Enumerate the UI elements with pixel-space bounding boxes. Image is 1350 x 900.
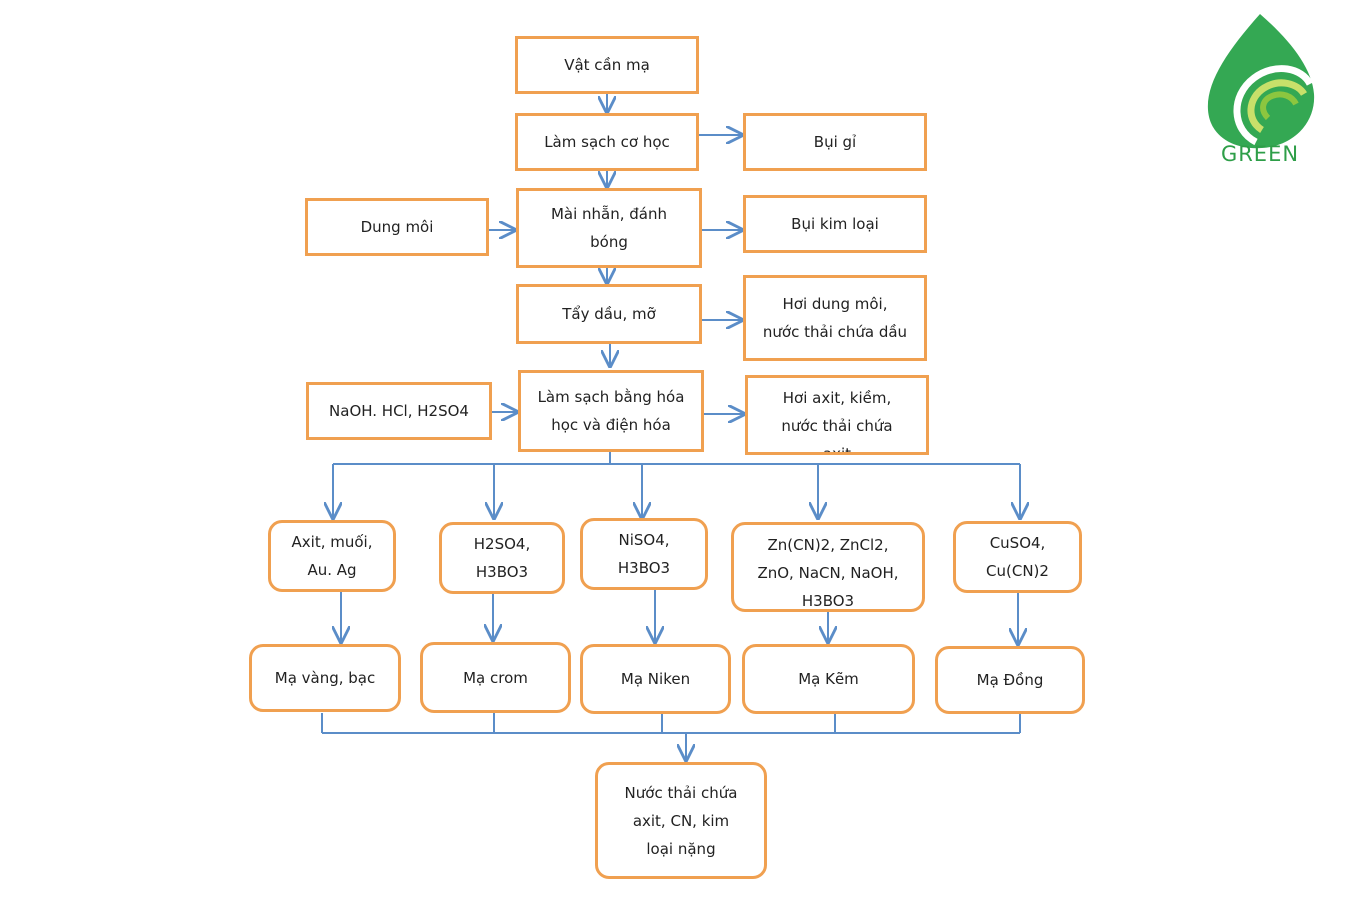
node-text-line: axit, CN, kim xyxy=(632,811,730,830)
node-text-line: Mạ Kẽm xyxy=(798,670,859,688)
node-ma-niken: Mạ Niken xyxy=(580,644,731,714)
node-dung-moi: Dung môi xyxy=(305,198,489,256)
logo-text: GREEN xyxy=(1220,142,1300,166)
node-text-line: loại nặng xyxy=(646,839,716,858)
node-text-line: Tẩy dầu, mỡ xyxy=(562,305,656,323)
node-hoi-dung-moi: Hơi dung môi, nước thải chứa dầu xyxy=(743,275,927,361)
node-text-line: Mạ crom xyxy=(463,668,528,687)
node-text-line: Vật cần mạ xyxy=(564,56,650,74)
node-text-line: Làm sạch bằng hóa xyxy=(537,388,685,406)
node-text-line: Làm sạch cơ học xyxy=(544,133,670,151)
node-text-line: Mạ Đồng xyxy=(976,671,1044,689)
node-naoh-hcl: NaOH. HCl, H2SO4 xyxy=(306,382,492,440)
node-text-line: học và điện hóa xyxy=(551,416,671,434)
node-ma-crom: Mạ crom xyxy=(420,642,571,713)
node-text-line: H3BO3 xyxy=(475,563,529,581)
node-ma-kem: Mạ Kẽm xyxy=(742,644,915,714)
node-zncn: Zn(CN)2, ZnCl2, ZnO, NaCN, NaOH, H3BO3 xyxy=(731,522,925,612)
node-text-line: H3BO3 xyxy=(801,592,855,610)
node-text-line: nước thải chứa xyxy=(781,417,893,435)
node-text-line: nước thải chứa dầu xyxy=(762,323,908,341)
node-text-line: NaOH. HCl, H2SO4 xyxy=(329,402,469,420)
node-text-line: H2SO4, xyxy=(473,535,531,553)
node-axit-muoi: Axit, muối, Au. Ag xyxy=(268,520,396,592)
node-text-line: Bụi gỉ xyxy=(813,133,857,151)
node-text-line: Bụi kim loại xyxy=(791,215,879,233)
node-cuso4: CuSO4, Cu(CN)2 xyxy=(953,521,1082,593)
node-text-line: Mạ Niken xyxy=(620,670,691,688)
node-ma-vang-bac: Mạ vàng, bạc xyxy=(249,644,401,712)
node-text-line: Hơi axit, kiềm, xyxy=(782,389,892,407)
node-text-line: Mài nhẵn, đánh xyxy=(550,205,668,223)
node-text-line: Cu(CN)2 xyxy=(986,562,1049,580)
node-text-line: ZnO, NaCN, NaOH, xyxy=(757,564,899,582)
node-niso4-h3bo3: NiSO4, H3BO3 xyxy=(580,518,708,590)
node-vat-can-ma: Vật cần mạ xyxy=(515,36,699,94)
node-text-line: axit xyxy=(822,445,852,455)
node-text-line: Au. Ag xyxy=(307,561,357,579)
node-text-line: Hơi dung môi, xyxy=(782,295,888,313)
node-h2so4-h3bo3: H2SO4, H3BO3 xyxy=(439,522,565,594)
node-text-line: CuSO4, xyxy=(989,534,1046,552)
node-nuoc-thai: Nước thải chứa axit, CN, kim loại nặng xyxy=(595,762,767,879)
node-text-line: Nước thải chứa xyxy=(624,783,738,802)
node-bui-gi: Bụi gỉ xyxy=(743,113,927,171)
node-text-line: bóng xyxy=(590,233,628,251)
node-text-line: Mạ vàng, bạc xyxy=(274,669,376,687)
node-text-line: Axit, muối, xyxy=(291,533,373,551)
node-text-line: Zn(CN)2, ZnCl2, xyxy=(767,536,889,554)
node-text-line: NiSO4, xyxy=(618,531,670,549)
node-bui-kim-loai: Bụi kim loại xyxy=(743,195,927,253)
node-lam-sach-hoa-hoc: Làm sạch bằng hóa học và điện hóa xyxy=(518,370,704,452)
node-lam-sach-co-hoc: Làm sạch cơ học xyxy=(515,113,699,171)
node-ma-dong: Mạ Đồng xyxy=(935,646,1085,714)
node-mai-nhan: Mài nhẵn, đánh bóng xyxy=(516,188,702,268)
node-hoi-axit: Hơi axit, kiềm, nước thải chứa axit xyxy=(745,375,929,455)
node-text-line: Dung môi xyxy=(360,218,434,236)
node-tay-dau: Tẩy dầu, mỡ xyxy=(516,284,702,344)
green-leaf-logo-icon xyxy=(1207,14,1315,149)
node-text-line: H3BO3 xyxy=(617,559,671,577)
